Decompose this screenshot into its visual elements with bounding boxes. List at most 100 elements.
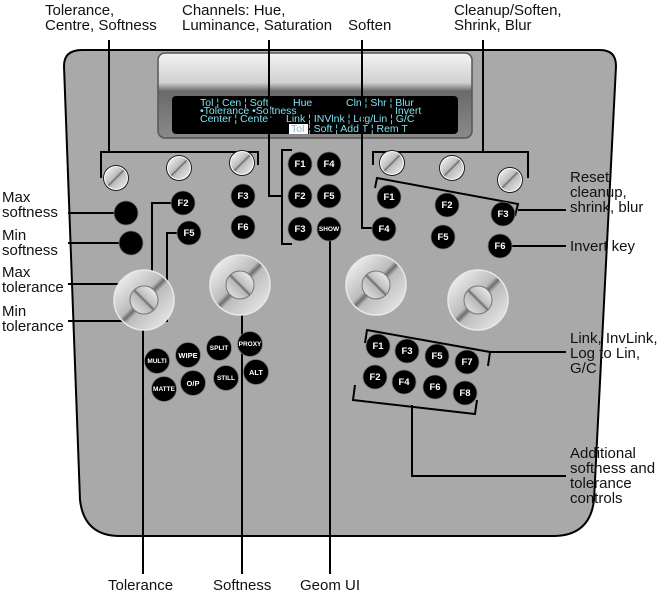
button-label: F3 [401, 346, 412, 357]
button-label: F3 [294, 224, 305, 235]
button-label: F4 [323, 159, 335, 170]
button-label: F2 [369, 372, 380, 383]
right-function-button-f3[interactable]: F3 [490, 201, 516, 227]
center-button-f4[interactable]: F4 [316, 151, 342, 177]
mode-button-proxy[interactable]: PROXY [237, 331, 263, 357]
min-softness-button[interactable] [118, 230, 144, 256]
trackballs [113, 254, 509, 331]
lcd-row-3-col-2: Link ¦ INVlnk ¦ Lcg/Lin ¦ G/C [286, 113, 415, 125]
lcd-row-4-highlight: Tol [291, 123, 304, 135]
center-button-f1[interactable]: F1 [287, 151, 313, 177]
lcd-row-1-col-3: Cln ¦ Shr ¦ Blur [346, 97, 414, 109]
button-label: F5 [183, 228, 195, 239]
mode-button-matte[interactable]: MATTE [151, 376, 177, 402]
trackball[interactable] [209, 254, 271, 316]
rotary-knob[interactable] [379, 150, 405, 176]
link-button-f6[interactable]: F6 [422, 374, 448, 400]
button-label: F6 [494, 241, 505, 252]
button-label: F1 [372, 341, 384, 352]
button-label: F6 [429, 382, 440, 393]
trackball[interactable] [447, 269, 509, 331]
mode-button-multi[interactable]: MULTI [144, 348, 170, 374]
button-label: O/P [187, 379, 200, 388]
button-label: F3 [497, 209, 508, 220]
callout-labels: Tolerance,Centre, Softness Channels: Hue,… [2, 2, 658, 594]
center-button-f5[interactable]: F5 [316, 183, 342, 209]
button-label: F5 [323, 191, 335, 202]
mode-button-wipe[interactable]: WIPE [175, 342, 201, 368]
button-label: F4 [378, 224, 390, 235]
lcd-display: Tol ¦ Cen ¦ Soft Hue Cln ¦ Shr ¦ Blur •T… [157, 52, 473, 139]
lcd-row-1-col-1: Tol ¦ Cen ¦ Soft [200, 97, 269, 109]
button-label: PROXY [239, 341, 262, 348]
right-function-button-f4[interactable]: F4 [371, 216, 397, 242]
link-button-f3[interactable]: F3 [394, 338, 420, 364]
right-function-button-f6[interactable]: F6 [487, 233, 513, 259]
label-cleanup-shrink-blur: Cleanup/Soften,Shrink, Blur [454, 2, 562, 34]
label-link-invlink: Link, InvLink,Log to Lin,G/C [570, 330, 658, 377]
trackball[interactable] [345, 254, 407, 316]
knobs [103, 150, 523, 193]
center-button-f2[interactable]: F2 [287, 183, 313, 209]
function-button-f6[interactable]: F6 [230, 214, 256, 240]
label-channels: Channels: Hue,Luminance, Saturation [182, 2, 332, 34]
function-button-f3[interactable]: F3 [230, 183, 256, 209]
mode-button-split[interactable]: SPLIT [206, 335, 232, 361]
max-softness-button[interactable] [113, 200, 139, 226]
rotary-knob[interactable] [166, 155, 192, 181]
link-button-f2[interactable]: F2 [362, 364, 388, 390]
trackball[interactable] [113, 269, 175, 331]
label-soften: Soften [348, 17, 391, 34]
button-label: F5 [431, 351, 443, 362]
panel-body [62, 49, 618, 537]
button-label: ALT [249, 368, 263, 377]
rotary-knob[interactable] [229, 150, 255, 176]
lcd-row-1-col-2: Hue [293, 97, 312, 109]
label-softness-bottom: Softness [213, 577, 271, 594]
label-tolerance-bottom: Tolerance [108, 577, 173, 594]
button-label: WIPE [178, 351, 197, 360]
lcd-row-3-col-1: Center ¦ Center [200, 113, 272, 125]
mode-button-alt[interactable]: ALT [243, 359, 269, 385]
link-button-f1[interactable]: F1 [365, 333, 391, 359]
center-button-f3[interactable]: F3 [287, 216, 313, 242]
label-tolerance-centre-softness: Tolerance,Centre, Softness [45, 2, 157, 34]
button-label: F2 [441, 200, 452, 211]
button-label: F6 [237, 222, 248, 233]
button-label: F1 [383, 192, 395, 203]
button-label: F4 [398, 377, 410, 388]
link-button-f7[interactable]: F7 [454, 349, 480, 375]
right-function-button-f1[interactable]: F1 [376, 184, 402, 210]
button-label: MATTE [153, 386, 176, 393]
button-label: F7 [461, 357, 472, 368]
lcd-row-2-col-1: •Tolerance •Softness [200, 105, 297, 117]
label-invert-key: Invert key [570, 238, 636, 255]
right-function-button-f5[interactable]: F5 [430, 224, 456, 250]
link-button-f4[interactable]: F4 [391, 369, 417, 395]
link-button-f5[interactable]: F5 [424, 343, 450, 369]
button-label: F8 [459, 388, 470, 399]
function-button-f5[interactable]: F5 [176, 220, 202, 246]
mode-button-still[interactable]: STILL [213, 365, 239, 391]
button-label: MULTI [147, 358, 167, 365]
center-button-show[interactable]: SHOW [316, 216, 342, 242]
rotary-knob[interactable] [103, 165, 129, 191]
button-label: F5 [437, 232, 449, 243]
link-button-f8[interactable]: F8 [452, 380, 478, 406]
lcd-highlight [289, 124, 308, 134]
rotary-knob[interactable] [497, 167, 523, 193]
function-button-f2[interactable]: F2 [170, 190, 196, 216]
right-function-button-f2[interactable]: F2 [434, 192, 460, 218]
mode-button-op[interactable]: O/P [180, 370, 206, 396]
button-label: F3 [237, 191, 248, 202]
button-label: F2 [294, 191, 305, 202]
rotary-knob[interactable] [439, 155, 465, 181]
button-label: SHOW [319, 226, 340, 233]
